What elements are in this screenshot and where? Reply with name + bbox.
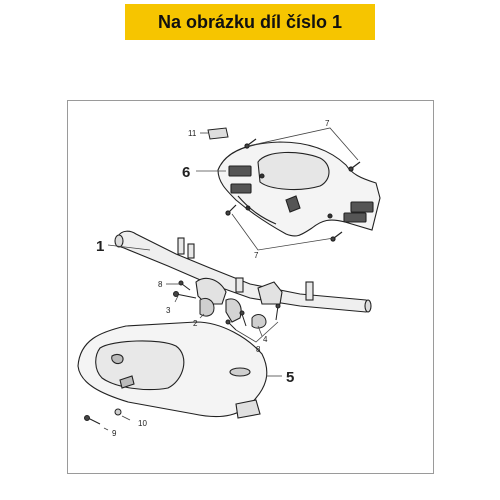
callout-8-right: 8 xyxy=(256,345,261,354)
diagram-frame xyxy=(67,100,434,474)
callout-3: 3 xyxy=(166,306,171,315)
leader-lines xyxy=(103,127,359,431)
part-6-upper-cover xyxy=(217,141,381,237)
callout-11: 11 xyxy=(188,129,197,138)
callout-6: 6 xyxy=(182,164,190,181)
callout-4: 4 xyxy=(263,335,268,344)
callout-1: 1 xyxy=(96,238,104,255)
callout-7-bottom: 7 xyxy=(254,251,259,260)
mount-hardware xyxy=(173,280,281,331)
title-banner: Na obrázku díl číslo 1 xyxy=(125,4,375,40)
title-text: Na obrázku díl číslo 1 xyxy=(157,11,343,32)
callout-7-top: 7 xyxy=(325,119,330,128)
callout-5: 5 xyxy=(286,369,294,386)
part-1-handlebar xyxy=(114,230,372,323)
parts-9-10-screws xyxy=(84,408,122,425)
part-5-lower-cover xyxy=(77,321,268,419)
callout-10: 10 xyxy=(138,419,147,428)
callout-8-left: 8 xyxy=(158,280,163,289)
callout-2: 2 xyxy=(193,319,198,328)
callout-9: 9 xyxy=(112,429,117,438)
part-11-clip xyxy=(207,127,229,140)
